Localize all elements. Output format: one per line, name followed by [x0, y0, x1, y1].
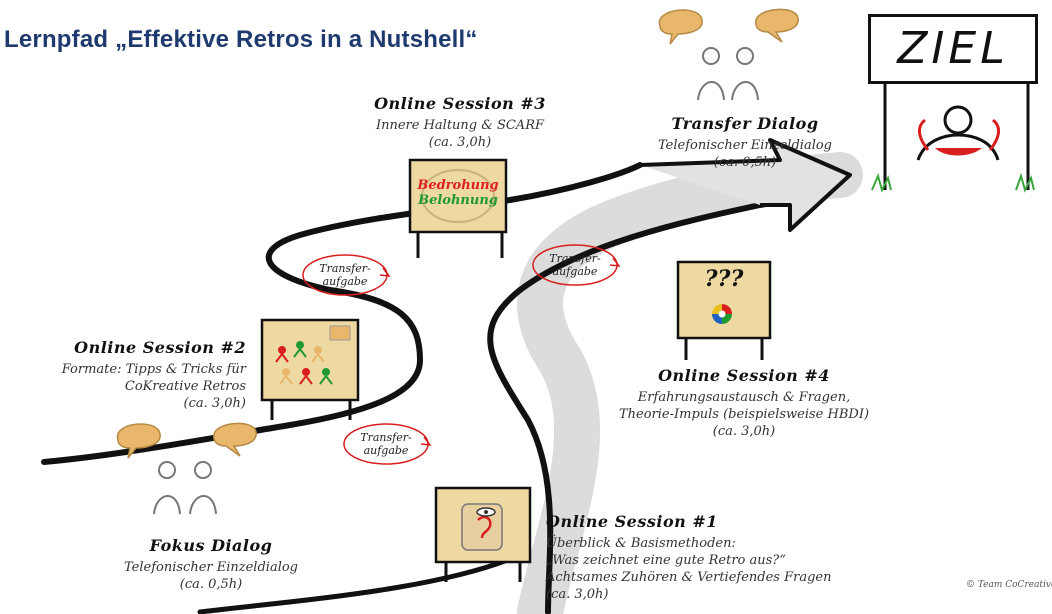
- transfer-loop-2-line-1: Transfer-: [549, 252, 601, 265]
- session-1-line-3: Achtsames Zuhören & Vertiefendes Fragen: [546, 570, 832, 585]
- goal-sign: ZIEL: [868, 14, 1038, 84]
- speech-bubble-icon: [213, 422, 257, 457]
- transfer-loop-1-icon: [302, 254, 388, 296]
- session-1-line-1: Überblick & Basismethoden:: [546, 536, 736, 551]
- grass-right: [1015, 172, 1035, 193]
- board-threat-label: Bedrohung: [417, 178, 499, 193]
- page-title: Lernpfad „Effektive Retros in a Nutshell…: [4, 26, 478, 53]
- listening-ear-icon: [461, 503, 503, 551]
- people-figures-icon: [275, 325, 351, 385]
- session-3-board: [408, 158, 508, 258]
- copyright-note: © Team CoCreative: [966, 580, 1052, 590]
- session-4-line-1: Erfahrungsaustausch & Fragen,: [637, 390, 851, 405]
- transfer-loop-3-line-2: aufgabe: [363, 444, 409, 457]
- session-1-board: [434, 486, 532, 582]
- session-3-heading: Online Session #3: [374, 94, 546, 113]
- transfer-loop-2: Transfer- aufgabe: [540, 252, 610, 278]
- transfer-loop-1-line-2: aufgabe: [322, 275, 368, 288]
- session-4-heading: Online Session #4: [658, 366, 830, 385]
- transfer-dialog-heading: Transfer Dialog: [671, 114, 819, 133]
- session-1-line-4: (ca. 3,0h): [546, 587, 609, 602]
- session-4-line-3: (ca. 3,0h): [712, 424, 776, 439]
- speech-bubble-icon: [658, 9, 703, 45]
- transfer-loop-1: Transfer- aufgabe: [310, 262, 380, 288]
- session-3-line-1: Innere Haltung & SCARF: [375, 118, 545, 133]
- fokus-dialog-heading: Fokus Dialog: [149, 536, 273, 555]
- path-edge-right: [487, 193, 813, 614]
- fokus-dialog-icon: [116, 422, 257, 515]
- goal-figure-shirt: [935, 148, 982, 156]
- goal-label: ZIEL: [897, 23, 1009, 74]
- session-3-text: Online Session #3 Innere Haltung & SCARF…: [345, 94, 575, 151]
- brain-icon: [421, 169, 495, 223]
- transfer-dialog-line-1: Telefonischer Einzeldialog: [658, 138, 832, 153]
- transfer-loop-2-icon: [532, 244, 618, 286]
- fokus-dialog-line-1: Telefonischer Einzeldialog: [124, 560, 298, 575]
- board-reward-label: Belohnung: [418, 193, 498, 208]
- session-1-heading: Online Session #1: [546, 512, 718, 531]
- speech-bubble-icon: [116, 423, 161, 459]
- fokus-dialog-text: Fokus Dialog Telefonischer Einzeldialog …: [96, 536, 326, 593]
- goal-figure-arm-right: [988, 118, 1001, 151]
- session-3-board-text: Bedrohung Belohnung: [410, 178, 506, 208]
- session-4-line-2: Theorie-Impuls (beispielsweise HBDI): [618, 407, 870, 422]
- transfer-loop-3: Transfer- aufgabe: [351, 431, 421, 457]
- goal-figure-head: [943, 105, 973, 135]
- session-4-board-text: ???: [678, 266, 770, 292]
- session-4-text: Online Session #4 Erfahrungsaustausch & …: [574, 366, 914, 440]
- transfer-loop-1-line-1: Transfer-: [319, 262, 371, 275]
- session-4-board: [676, 260, 772, 360]
- transfer-loop-2-line-2: aufgabe: [552, 265, 598, 278]
- goal-figure-body: [916, 133, 1000, 161]
- goal-figure-arm-left: [917, 118, 930, 151]
- session-2-board: [260, 318, 360, 420]
- session-1-text: Online Session #1 Überblick & Basismetho…: [546, 512, 946, 603]
- session-3-line-2: (ca. 3,0h): [428, 135, 492, 150]
- transfer-loop-3-icon: [343, 423, 429, 465]
- speech-bubble-icon: [755, 8, 799, 43]
- session-2-text: Online Session #2 Formate: Tipps & Trick…: [2, 338, 246, 412]
- transfer-dialog-icon: [658, 8, 799, 101]
- board-questions-label: ???: [704, 266, 744, 292]
- session-2-line-1: Formate: Tipps & Tricks für: [61, 362, 246, 377]
- transfer-dialog-line-2: (ca. 0,5h): [713, 155, 777, 170]
- session-1-line-2: „Was zeichnet eine gute Retro aus?“: [546, 553, 786, 568]
- transfer-loop-3-line-1: Transfer-: [360, 431, 412, 444]
- fokus-dialog-line-2: (ca. 0,5h): [179, 577, 243, 592]
- transfer-dialog-text: Transfer Dialog Telefonischer Einzeldial…: [620, 114, 870, 171]
- session-2-line-3: (ca. 3,0h): [183, 396, 247, 411]
- path-arrow-head: [639, 138, 852, 232]
- color-wheel-icon: [712, 304, 732, 324]
- session-2-heading: Online Session #2: [74, 338, 246, 357]
- path-edge-bottom: [197, 552, 523, 614]
- session-2-line-2: CoKreative Retros: [124, 379, 246, 394]
- grass-left: [871, 173, 892, 193]
